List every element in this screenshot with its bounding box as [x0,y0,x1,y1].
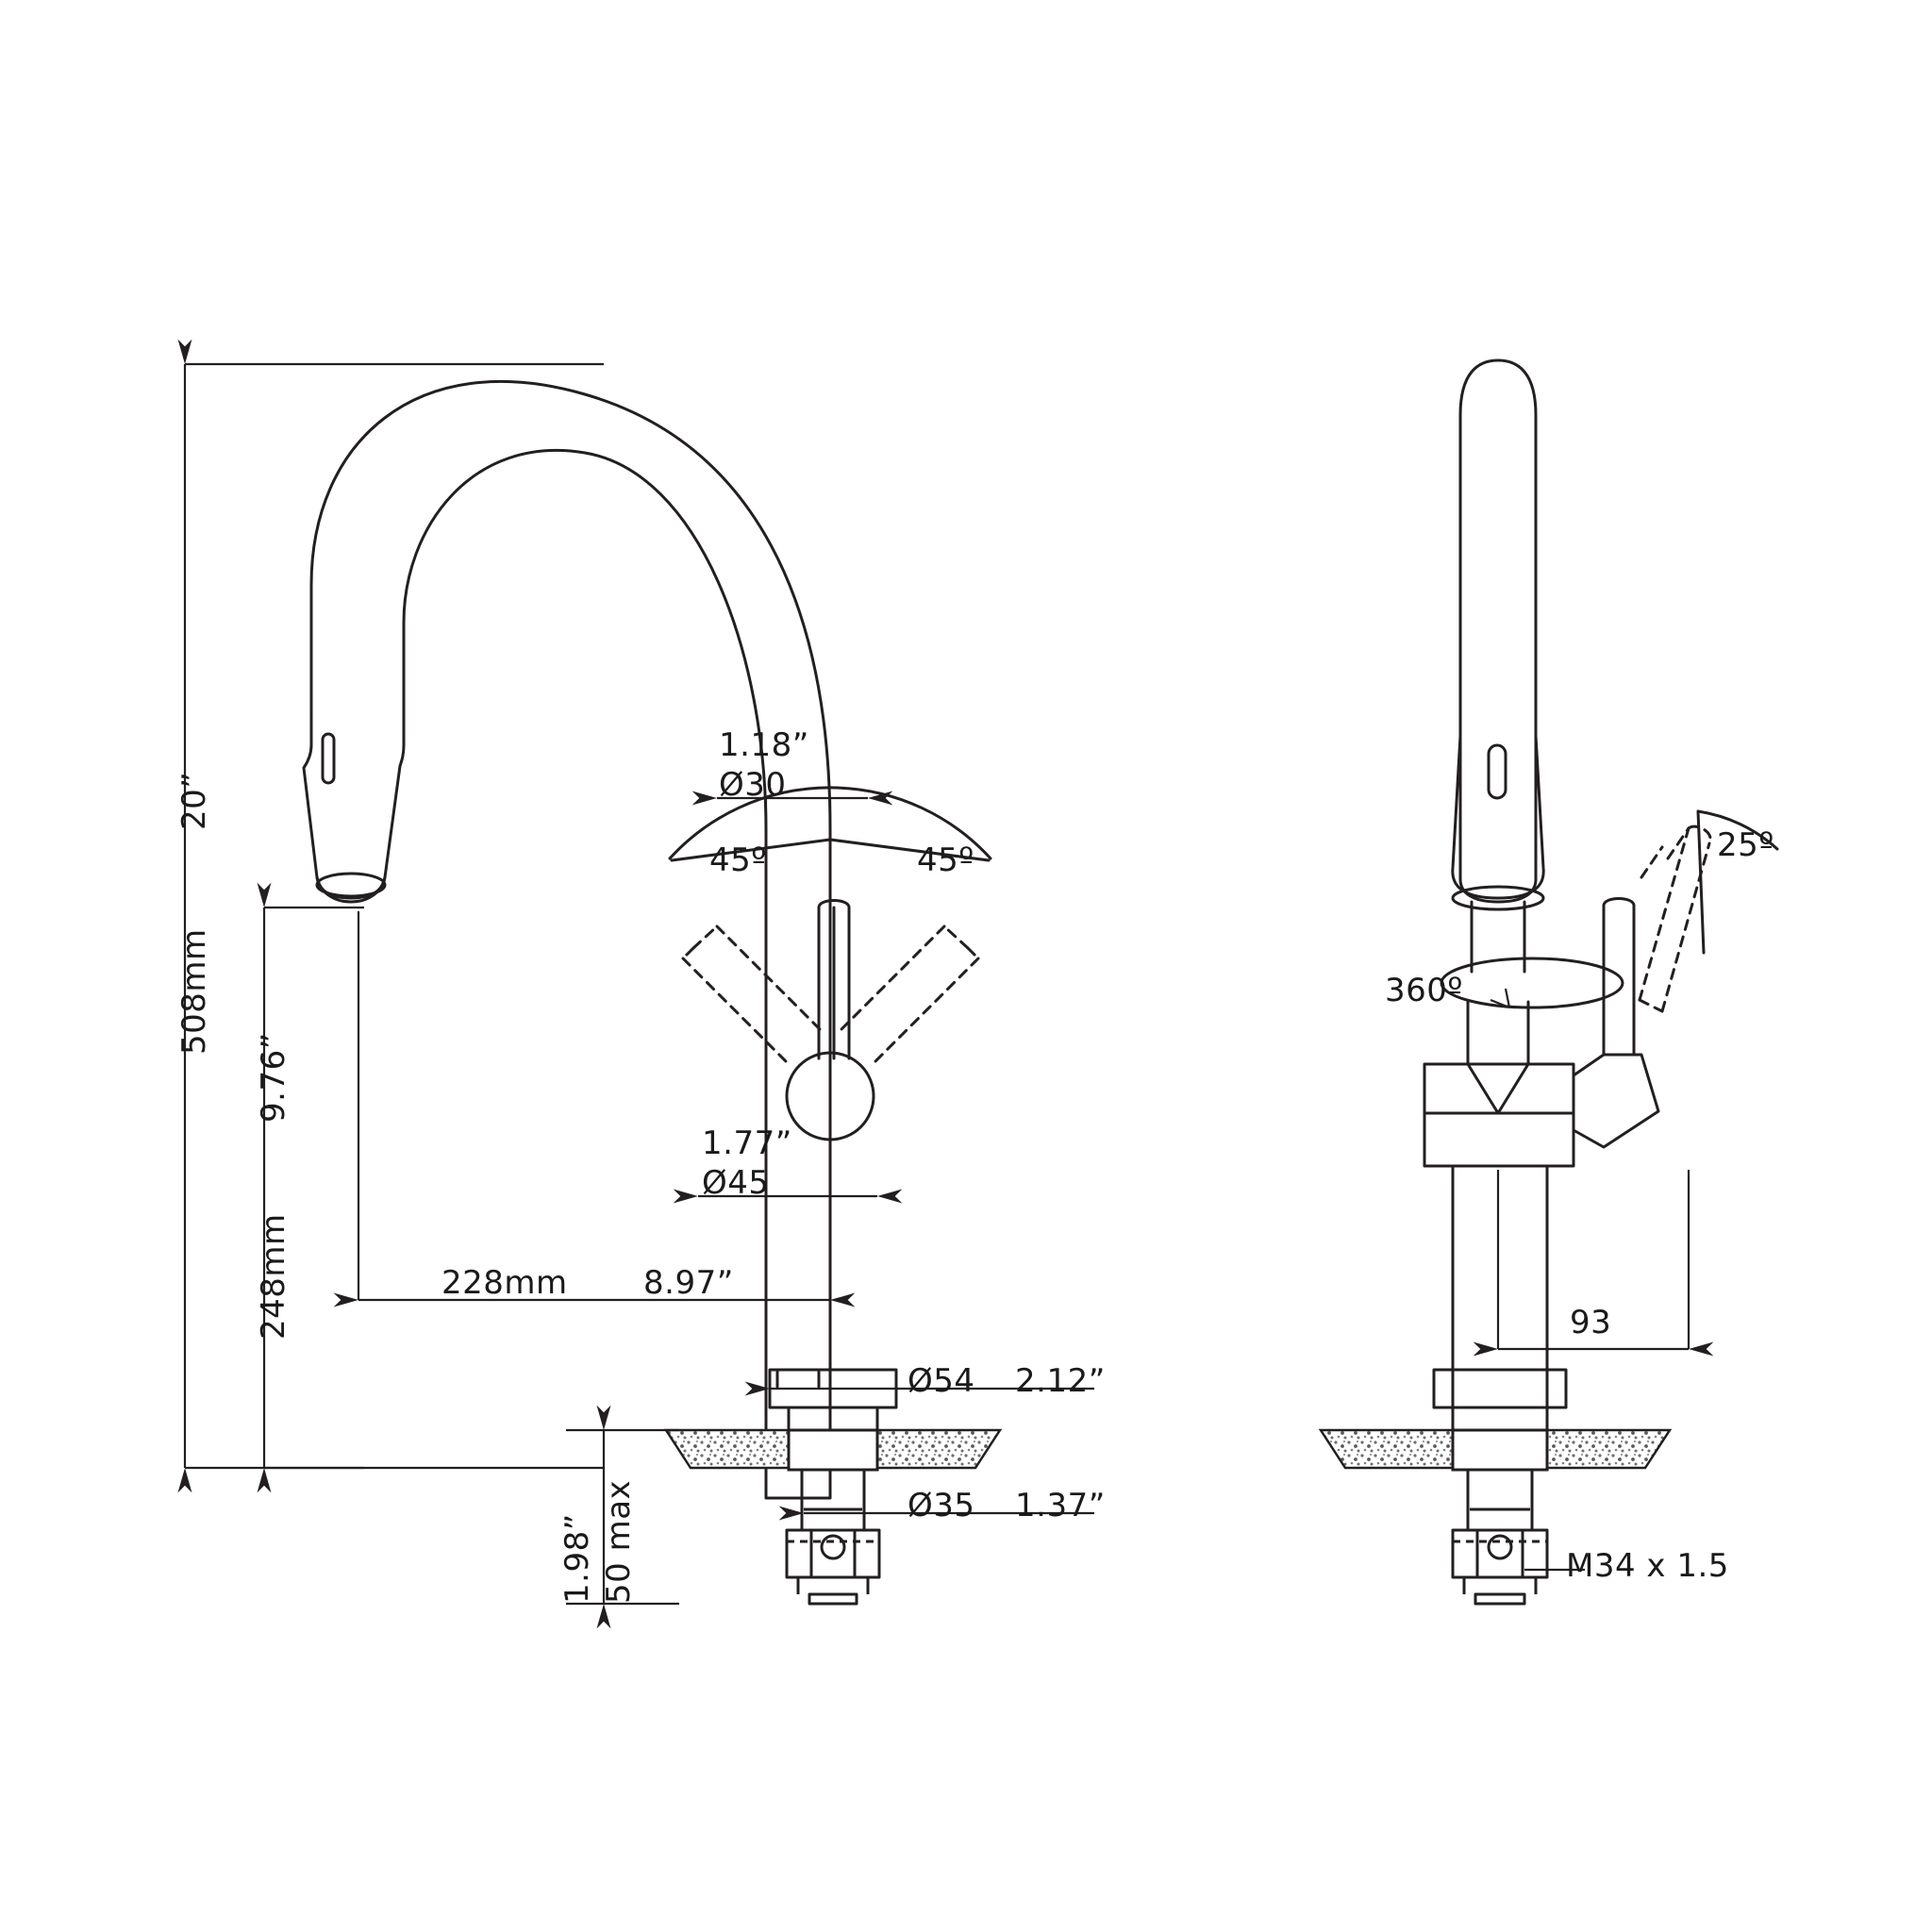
side-shank-geometry [1451,1470,1549,1606]
dim-spout-dia-mm: Ø30 [719,766,787,804]
dim-deck-thickness-in: 1.98” [558,1513,596,1604]
front-dimension-lines [177,339,1094,1629]
front-view-geometry [302,379,992,1500]
dim-handle-angle-left: 45º [709,841,767,879]
dim-base-dia-in: 2.12” [1015,1362,1106,1400]
dim-base-dia-mm: Ø54 [908,1362,975,1400]
front-countertop [663,1428,1003,1472]
dim-spout-dia-in: 1.18” [719,726,809,764]
dim-spout-height-in: 9.76” [255,1032,292,1123]
dim-hole-dia-in: 1.37” [1015,1487,1106,1524]
dim-overall-height-mm: 508mm [175,928,213,1055]
dim-swivel-angle: 360º [1385,972,1463,1009]
dim-overall-height-in: 20” [175,771,213,830]
dim-body-dia-in: 1.77” [702,1124,792,1162]
side-view-geometry [1423,358,1779,1432]
dim-spout-height-mm: 248mm [255,1213,292,1340]
dim-hole-dia-mm: Ø35 [908,1487,975,1524]
dim-deck-thickness-mm: 50 max [600,1479,638,1604]
dim-handle-offset: 93 [1570,1304,1612,1341]
side-dimension-lines [1473,988,1714,1572]
dim-reach-mm: 228mm [441,1264,568,1302]
front-shank-geometry [785,1470,881,1606]
side-countertop [1318,1428,1673,1472]
dim-thread-spec: M34 x 1.5 [1566,1547,1729,1585]
dim-reach-in: 8.97” [643,1264,734,1302]
dim-handle-angle-right: 45º [917,841,974,879]
dim-body-dia-mm: Ø45 [702,1164,770,1202]
dim-handle-lift-angle: 25º [1717,826,1774,864]
